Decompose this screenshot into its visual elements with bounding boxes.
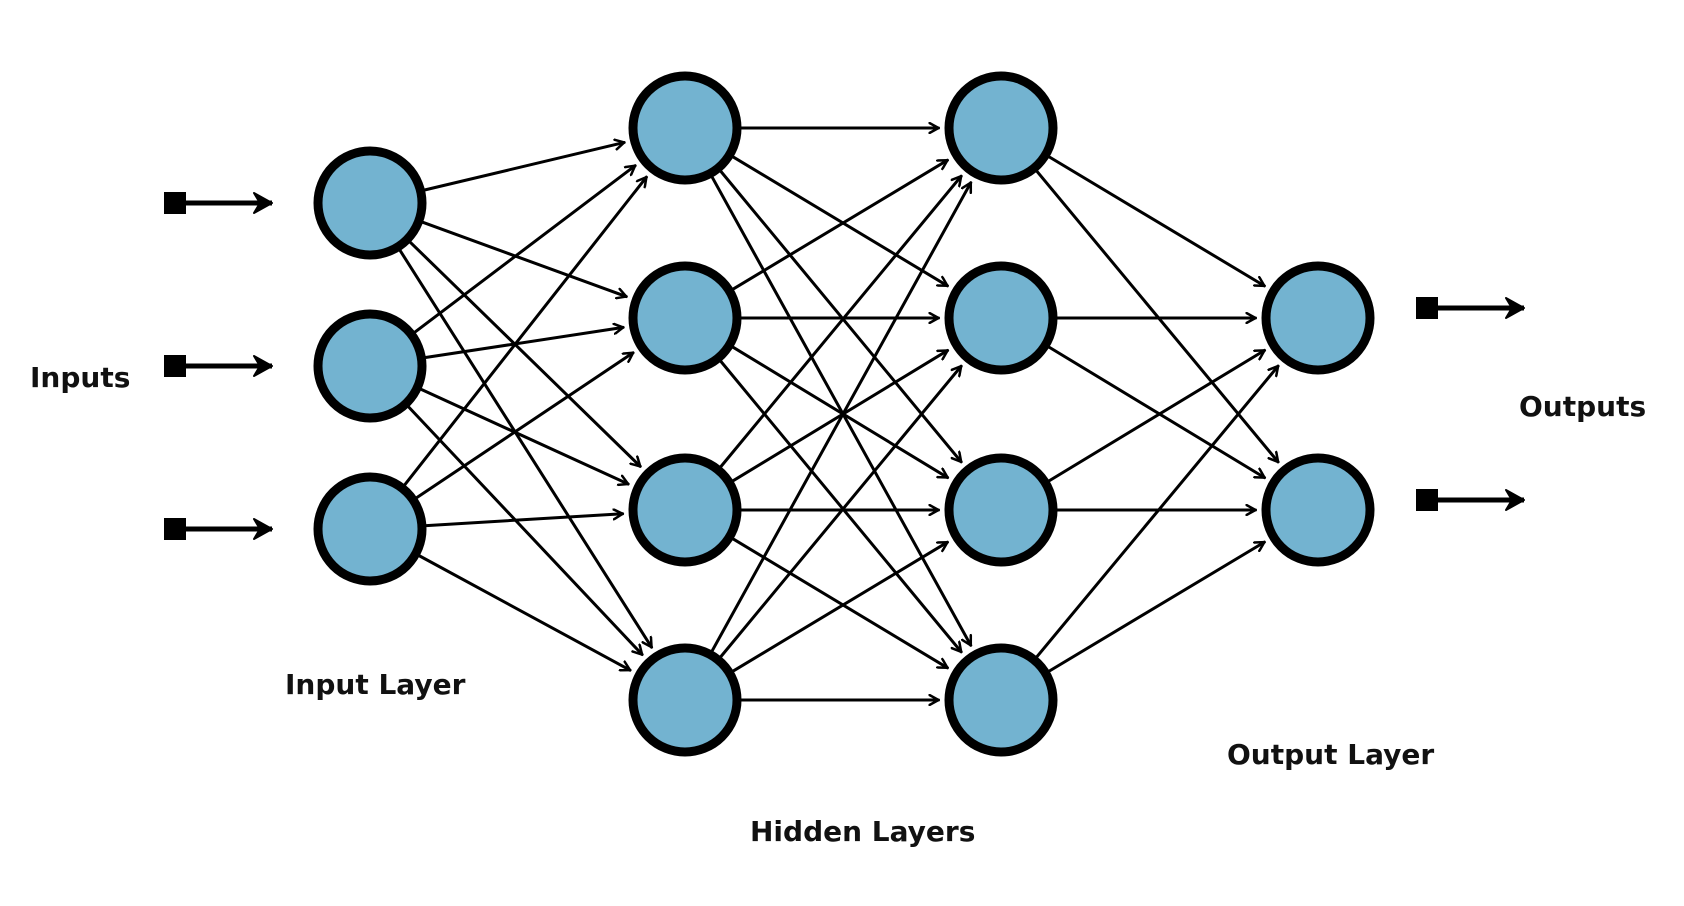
- connection-line: [413, 351, 635, 501]
- connection-line: [416, 553, 632, 672]
- output-signal-arrow-tail: [1416, 297, 1438, 319]
- connection-line: [411, 164, 637, 335]
- connection-line: [1046, 348, 1267, 484]
- hidden-layer-1-node: [628, 643, 742, 757]
- hidden-layer-2-node: [944, 643, 1058, 757]
- connection-line: [418, 387, 630, 484]
- connection-line: [422, 514, 625, 528]
- hidden-layers-label: Hidden Layers: [750, 815, 976, 848]
- input-signal-arrow-tail: [164, 355, 186, 377]
- connection-line: [419, 220, 628, 297]
- input-signal-arrow: [164, 355, 273, 377]
- connection-line: [730, 344, 950, 480]
- hidden-layer-2-node: [944, 71, 1058, 185]
- hidden-layer-1-node: [628, 71, 742, 185]
- input-signal-arrow-tail: [164, 192, 186, 214]
- output-signal-arrow: [1416, 297, 1525, 319]
- input-signal-arrow-tail: [164, 518, 186, 540]
- connection-line: [422, 327, 625, 360]
- hidden-layer-1-node: [628, 453, 742, 567]
- connection-line: [730, 348, 950, 484]
- hidden-layer-2-node: [944, 453, 1058, 567]
- hidden-layer-2-node: [944, 261, 1058, 375]
- connection-line: [405, 404, 644, 657]
- input-layer-node: [313, 146, 427, 260]
- output-signal-arrow: [1416, 489, 1525, 511]
- input-signal-arrow: [164, 518, 273, 540]
- connection-line: [421, 142, 626, 192]
- hidden-layer-1-node: [628, 261, 742, 375]
- connection-line: [1034, 364, 1280, 660]
- connection-line: [718, 358, 963, 654]
- connection-line: [407, 239, 642, 468]
- connection-line: [1046, 154, 1266, 288]
- connection-line: [709, 181, 973, 654]
- connection-line: [1046, 344, 1267, 480]
- connection-line: [718, 174, 963, 470]
- output-layer-node: [1261, 261, 1375, 375]
- inputs-label: Inputs: [30, 361, 131, 394]
- neuron-nodes: [313, 71, 1375, 757]
- input-layer-label: Input Layer: [285, 668, 466, 701]
- io-signal-arrows: [164, 192, 1525, 540]
- input-layer-node: [313, 309, 427, 423]
- connection-lines: [397, 128, 1280, 700]
- input-signal-arrow: [164, 192, 273, 214]
- outputs-label: Outputs: [1519, 390, 1647, 423]
- connection-line: [397, 247, 654, 649]
- connection-line: [402, 175, 648, 488]
- connection-line: [730, 536, 949, 670]
- output-signal-arrow-tail: [1416, 489, 1438, 511]
- connection-line: [1046, 540, 1266, 674]
- input-layer-node: [313, 472, 427, 586]
- connection-line: [1034, 168, 1280, 464]
- connection-line: [730, 154, 949, 288]
- connection-line: [709, 174, 973, 647]
- connection-line: [730, 540, 949, 674]
- connection-line: [730, 158, 949, 292]
- connection-line: [718, 364, 963, 660]
- output-layer-node: [1261, 453, 1375, 567]
- output-layer-label: Output Layer: [1227, 738, 1435, 771]
